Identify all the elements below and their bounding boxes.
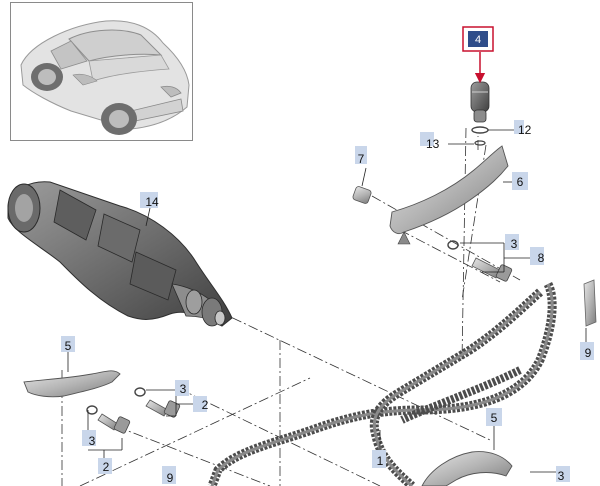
svg-text:3: 3 xyxy=(89,434,96,448)
svg-text:8: 8 xyxy=(538,251,545,265)
vehicle-thumbnail xyxy=(10,2,193,141)
seal-rings xyxy=(471,126,489,146)
sports-car-icon xyxy=(20,20,190,135)
svg-text:2: 2 xyxy=(202,398,209,412)
svg-text:9: 9 xyxy=(167,471,174,485)
svg-text:12: 12 xyxy=(518,123,532,137)
guide-rail-right xyxy=(583,279,597,327)
callout-4[interactable]: 4 xyxy=(462,26,494,52)
guide-rail-bottom xyxy=(421,451,513,486)
crankshaft xyxy=(7,181,233,327)
svg-text:1: 1 xyxy=(377,454,384,468)
svg-text:3: 3 xyxy=(180,382,187,396)
svg-text:3: 3 xyxy=(511,237,518,251)
leader-lines xyxy=(67,129,587,473)
callout-5-left[interactable]: 5 xyxy=(61,336,75,353)
callout-14[interactable]: 14 xyxy=(140,192,159,209)
svg-text:7: 7 xyxy=(358,152,365,166)
callout-9-bottom[interactable]: 9 xyxy=(162,466,176,485)
svg-text:5: 5 xyxy=(491,411,498,425)
svg-text:5: 5 xyxy=(65,339,72,353)
svg-text:4: 4 xyxy=(475,34,481,46)
bolt-right xyxy=(447,240,513,282)
callout-7[interactable]: 7 xyxy=(355,146,367,166)
svg-text:9: 9 xyxy=(585,346,592,360)
callout-1[interactable]: 1 xyxy=(372,450,386,468)
callout-8[interactable]: 8 xyxy=(530,247,545,265)
callout-9-right[interactable]: 9 xyxy=(580,342,594,360)
svg-text:3: 3 xyxy=(558,469,565,483)
bolts-left xyxy=(86,387,181,434)
callout-13[interactable]: 13 xyxy=(420,132,440,151)
callout-2-left-a[interactable]: 2 xyxy=(193,396,209,412)
chain-tensioner xyxy=(470,81,490,123)
svg-text:6: 6 xyxy=(517,175,524,189)
callout-12[interactable]: 12 xyxy=(514,120,532,137)
construction-lines xyxy=(61,127,521,486)
pivot-pin xyxy=(352,186,372,204)
tensioning-rail xyxy=(389,145,509,245)
svg-text:14: 14 xyxy=(145,195,159,209)
callout-3-left-a[interactable]: 3 xyxy=(175,380,189,396)
callout-3-bottom[interactable]: 3 xyxy=(556,466,570,483)
callout-3-left-b[interactable]: 3 xyxy=(82,430,96,448)
callout-6[interactable]: 6 xyxy=(512,172,528,190)
svg-text:13: 13 xyxy=(426,137,440,151)
callout-2-left-b[interactable]: 2 xyxy=(98,458,112,474)
svg-text:2: 2 xyxy=(103,460,110,474)
guide-rail-left xyxy=(23,370,121,398)
callout-5-bottom[interactable]: 5 xyxy=(486,408,502,426)
callouts: 4 12 13 7 6 14 3 8 xyxy=(61,26,594,485)
callout-3-right[interactable]: 3 xyxy=(505,234,519,251)
